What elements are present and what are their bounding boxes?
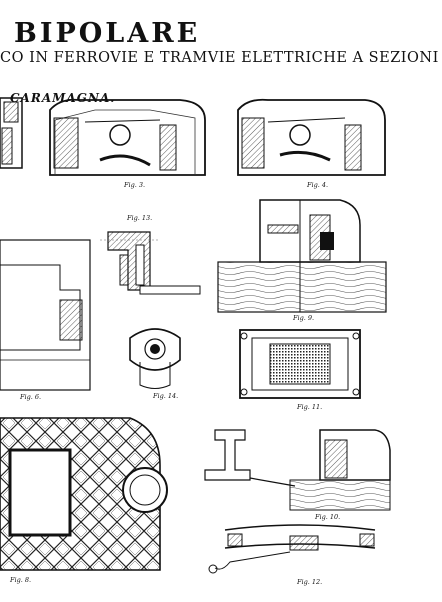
plate-author: CARAMAGNA. (10, 91, 116, 105)
figure-13-drawing (100, 231, 201, 295)
figure-label: Fig. 11. (297, 403, 323, 411)
plate-title: BIPOLARE (14, 18, 201, 49)
figure-11-drawing (239, 329, 361, 399)
plate-subtitle: CO IN FERROVIE E TRAMVIE ELETTRICHE A SE… (0, 50, 439, 66)
figure-4-drawing (237, 98, 386, 176)
figure-10-drawing (204, 429, 391, 511)
figure-14-drawing (129, 328, 181, 389)
figure-label: Fig. 8. (10, 576, 32, 584)
figure-6-drawing (0, 239, 91, 391)
figure-label: Fig. 9. (293, 314, 315, 322)
figure-label: Fig. 6. (20, 393, 42, 401)
figure-3-drawing (0, 97, 206, 176)
figure-label: Fig. 13. (127, 214, 153, 222)
figure-label: Fig. 4. (307, 181, 329, 189)
figure-label: Fig. 3. (124, 181, 146, 189)
figure-8-drawing (0, 417, 168, 571)
figure-label: Fig. 10. (315, 513, 341, 521)
figure-12-drawing (208, 524, 376, 574)
figure-9-drawing (217, 199, 387, 313)
figure-label: Fig. 12. (297, 578, 323, 586)
figure-label: Fig. 14. (153, 392, 179, 400)
